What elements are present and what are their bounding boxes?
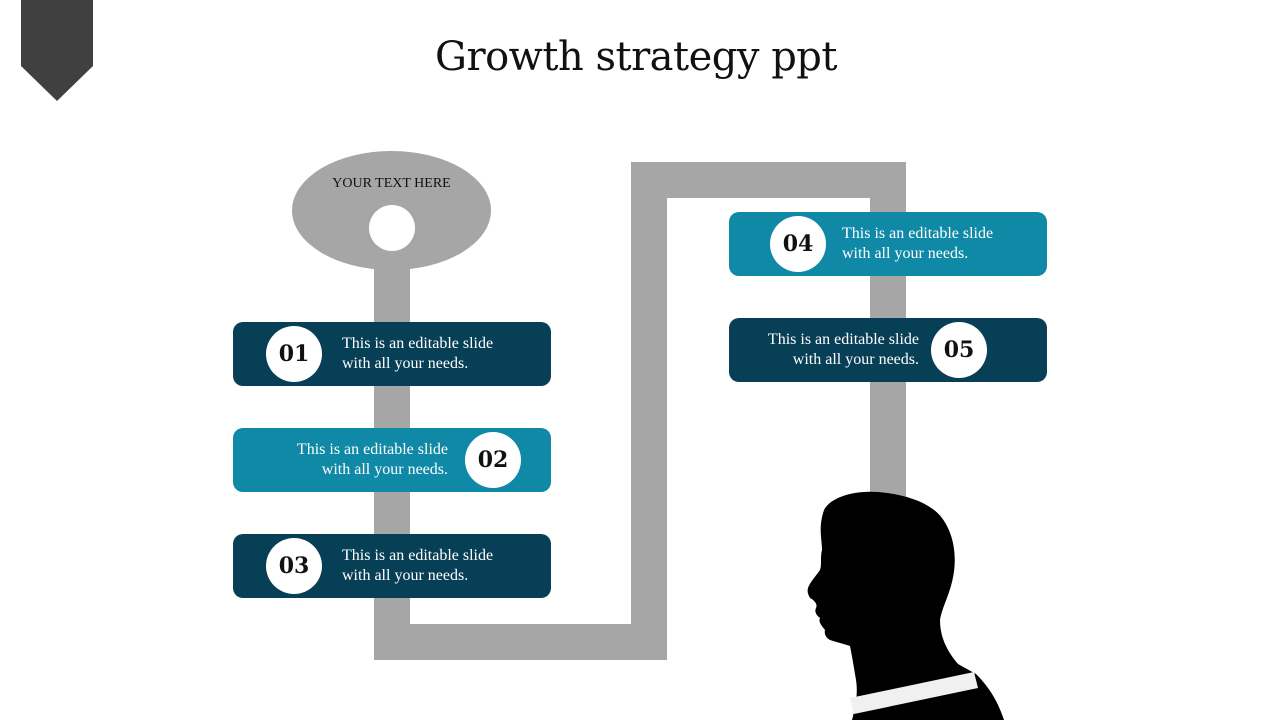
balloon-label: YOUR TEXT HERE — [332, 176, 451, 191]
page-title: Growth strategy ppt — [435, 34, 837, 80]
step-number: 02 — [465, 432, 521, 488]
step-number: 05 — [931, 322, 987, 378]
step-number: 01 — [266, 326, 322, 382]
step-number: 03 — [266, 538, 322, 594]
person-silhouette-icon — [807, 491, 1004, 720]
bookmark-ribbon-icon — [21, 0, 93, 101]
step-number: 04 — [770, 216, 826, 272]
balloon-hole — [369, 205, 415, 251]
